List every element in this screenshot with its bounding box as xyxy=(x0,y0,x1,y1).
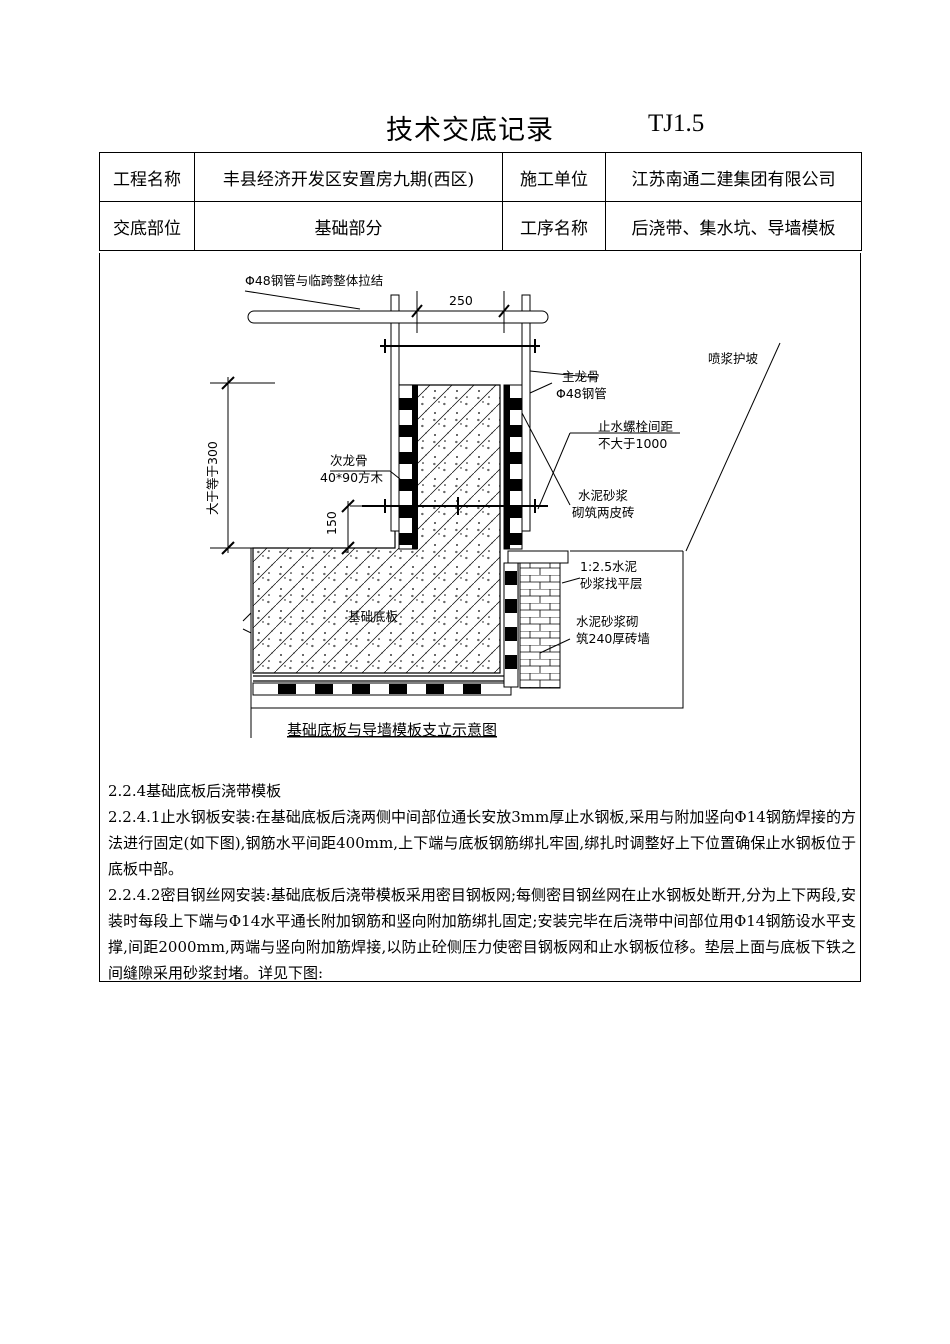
brick-wall xyxy=(519,562,561,689)
process-value: 后浇带、集水坑、导墙模板 xyxy=(605,201,862,251)
title-code: TJ1.5 xyxy=(648,110,705,137)
section-value: 基础部分 xyxy=(194,201,503,251)
label-brick-wall-1: 水泥砂浆砌 xyxy=(576,614,639,629)
label-dim-250: 250 xyxy=(449,293,473,308)
section-label: 交底部位 xyxy=(99,201,195,251)
formwork-diagram: Φ48钢管与临跨整体拉结 250 喷浆护坡 主龙骨 Φ48钢管 止水螺栓间距 不… xyxy=(205,273,781,739)
label-slab: 基础底板 xyxy=(348,609,399,624)
project-name-label: 工程名称 xyxy=(99,152,195,202)
tie-pipe xyxy=(247,310,549,324)
dim-300 xyxy=(210,376,362,555)
contractor-value: 江苏南通二建集团有限公司 xyxy=(605,152,862,202)
process-label: 工序名称 xyxy=(502,201,606,251)
leader-lines xyxy=(244,290,680,654)
label-secondary-keel-1: 次龙骨 xyxy=(330,453,368,468)
label-dim-150: 150 xyxy=(324,511,339,535)
label-main-keel: 主龙骨 xyxy=(562,369,600,384)
info-table: 工程名称 丰县经济开发区安置房九期(西区) 施工单位 江苏南通二建集团有限公司 … xyxy=(99,152,862,251)
section-heading: 2.2.4基础底板后浇带模板 xyxy=(108,782,282,800)
info-row-2: 交底部位 基础部分 工序名称 后浇带、集水坑、导墙模板 xyxy=(99,201,862,251)
contractor-label: 施工单位 xyxy=(502,152,606,202)
dim-250 xyxy=(408,291,512,333)
formwork-right xyxy=(503,384,523,550)
label-secondary-keel-2: 40*90方木 xyxy=(320,470,384,485)
project-name-value: 丰县经济开发区安置房九期(西区) xyxy=(194,152,503,202)
paragraph-waterstop: 2.2.4.1止水钢板安装:在基础底板后浇两侧中间部位通长安放3mm厚止水钢板,… xyxy=(108,808,856,878)
body-text: 2.2.4基础底板后浇带模板 2.2.4.1止水钢板安装:在基础底板后浇两侧中间… xyxy=(108,778,856,986)
foundation-slab xyxy=(252,384,501,674)
content-box: Φ48钢管与临跨整体拉结 250 喷浆护坡 主龙骨 Φ48钢管 止水螺栓间距 不… xyxy=(99,253,861,982)
info-row-1: 工程名称 丰县经济开发区安置房九期(西区) 施工单位 江苏南通二建集团有限公司 xyxy=(99,152,862,202)
paragraph-mesh: 2.2.4.2密目钢丝网安装:基础底板后浇带模板采用密目钢板网;每侧密目钢丝网在… xyxy=(108,886,856,982)
bolts xyxy=(362,339,548,515)
label-brick-wall-2: 筑240厚砖墙 xyxy=(576,631,650,646)
label-mortar-level-2: 砂浆找平层 xyxy=(580,576,643,591)
label-dim-300: 大于等于300 xyxy=(205,441,220,515)
document-title: 技术交底记录 TJ1.5 xyxy=(0,108,950,148)
label-mortar-brick-2: 砌筑两皮砖 xyxy=(572,505,635,520)
label-bolt-spacing-2: 不大于1000 xyxy=(598,436,667,451)
label-spray-slope: 喷浆护坡 xyxy=(708,351,759,366)
soil-outline xyxy=(250,342,781,738)
label-pipe-tie: Φ48钢管与临跨整体拉结 xyxy=(245,273,383,288)
diagram-caption: 基础底板与导墙模板支立示意图 xyxy=(287,721,497,739)
label-main-keel-pipe: Φ48钢管 xyxy=(556,386,607,401)
label-bolt-spacing-1: 止水螺栓间距 xyxy=(598,419,673,434)
label-mortar-brick-1: 水泥砂浆 xyxy=(578,488,629,503)
label-mortar-level-1: 1:2.5水泥 xyxy=(580,559,637,574)
formwork-left xyxy=(398,384,418,550)
membrane-strip xyxy=(278,684,481,694)
title-main: 技术交底记录 xyxy=(386,115,554,146)
